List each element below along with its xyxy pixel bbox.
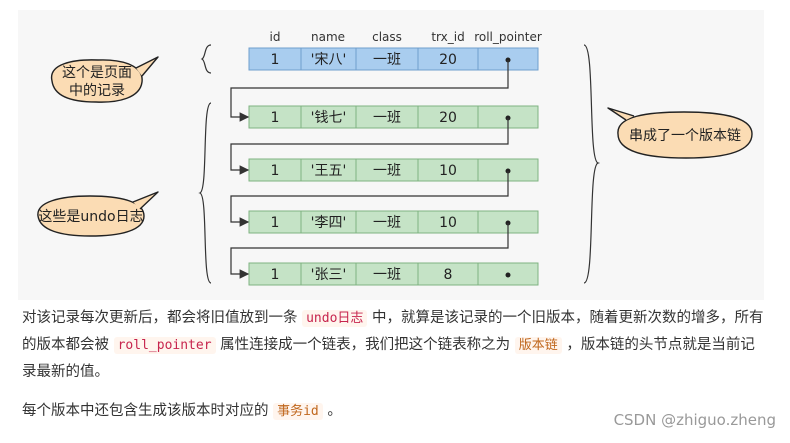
cell-class: 一班 <box>373 215 401 231</box>
cell-id: 1 <box>271 163 280 179</box>
header-roll-pointer: roll_pointer <box>474 30 542 44</box>
code-version-chain: 版本链 <box>514 337 562 354</box>
bubble-undo-logs-text: 这些是undo日志 <box>38 208 143 225</box>
current-record-row: 1 '宋八' 一班 20 <box>248 47 539 71</box>
bubble-undo-logs-tail <box>132 191 159 210</box>
roll-pointer-arrow <box>230 118 509 175</box>
undo-log-row: 1 '王五' 一班 10 <box>248 158 539 182</box>
paragraph2-text-2: 。 <box>322 403 342 419</box>
version-chain-brace <box>583 44 601 284</box>
cell-class: 一班 <box>373 110 401 126</box>
header-trx-id: trx_id <box>431 30 464 44</box>
paragraph2-text-1: 每个版本中还包含生成该版本时对应的 <box>22 403 274 419</box>
bubble-undo-logs-shape <box>37 195 145 237</box>
header-name: name <box>311 30 345 44</box>
undo-log-row: 1 '钱七' 一班 20 <box>248 105 539 129</box>
cell-class: 一班 <box>373 163 401 179</box>
cell-id: 1 <box>271 267 280 283</box>
bubble-current-record: 这个是页面 中的记录 <box>51 56 159 103</box>
roll-pointer-arrow <box>230 60 509 122</box>
bubble-version-chain-shape <box>617 111 753 159</box>
cell-name: '张三' <box>311 267 347 283</box>
cell-name: '王五' <box>311 163 347 179</box>
version-chain-diagram: id name class trx_id roll_pointer 1 '宋八' 一… <box>18 10 764 300</box>
cell-name: '宋八' <box>311 52 347 68</box>
cell-name: '钱七' <box>311 110 347 126</box>
version-chain-svg: id name class trx_id roll_pointer 1 '宋八' 一… <box>37 30 753 286</box>
paragraph1-text-2: 中，就算是该记录的一个旧版本，随着更新次数的增多，所有的版本都会被 <box>22 310 764 353</box>
record-rows: 1 '宋八' 一班 20 1 '钱七' 一班 20 1 '王五' 一班 10 1 '李四' 一班 10 1 '张三… <box>248 47 539 286</box>
cell-class: 一班 <box>373 267 401 283</box>
code-undo-log: undo日志 <box>302 310 368 327</box>
paragraph-transaction-id: 每个版本中还包含生成该版本时对应的 事务id 。 <box>22 398 767 425</box>
roll-pointer-links <box>230 60 509 279</box>
bubble-current-record-tail <box>135 56 159 77</box>
current-record-brace <box>200 44 212 74</box>
cell-id: 1 <box>271 52 280 68</box>
cell-trx-id: 10 <box>439 215 457 231</box>
paragraph1-text-4: ，版本链的头节点就是当前记录最新的值。 <box>22 337 755 380</box>
roll-pointer-arrow <box>230 171 509 227</box>
cell-id: 1 <box>271 215 280 231</box>
cell-trx-id: 10 <box>439 163 457 179</box>
header-id: id <box>270 30 281 44</box>
bubble-version-chain-text: 串成了一个版本链 <box>629 128 741 144</box>
csdn-watermark: CSDN @zhiguo.zheng <box>613 411 776 429</box>
roll-pointer-dot <box>505 272 511 278</box>
roll-pointer-arrow <box>230 223 509 279</box>
bubble-undo-logs: 这些是undo日志 <box>37 191 159 237</box>
bubble-current-record-line2: 中的记录 <box>69 83 125 99</box>
cell-trx-id: 8 <box>444 267 453 283</box>
cell-trx-id: 20 <box>439 52 457 68</box>
undo-log-row: 1 '李四' 一班 10 <box>248 210 539 234</box>
cell-trx-id: 20 <box>439 110 457 126</box>
bubble-current-record-shape <box>51 59 143 103</box>
paragraph-version-chain: 对该记录每次更新后，都会将旧值放到一条 undo日志 中，就算是该记录的一个旧版… <box>22 305 767 386</box>
cell-class: 一班 <box>373 52 401 68</box>
code-roll-pointer: roll_pointer <box>113 337 216 354</box>
bubble-version-chain: 串成了一个版本链 <box>607 107 753 159</box>
bubble-current-record-line1: 这个是页面 <box>62 64 132 81</box>
cell-id: 1 <box>271 110 280 126</box>
bubble-version-chain-tail <box>607 107 635 121</box>
header-class: class <box>372 30 402 44</box>
undo-log-row: 1 '张三' 一班 8 <box>248 262 539 286</box>
paragraph1-text-3: 属性连接成一个链表，我们把这个链表称之为 <box>215 337 515 353</box>
cell-name: '李四' <box>311 215 347 231</box>
code-transaction-id: 事务id <box>273 403 323 420</box>
paragraph1-text-1: 对该记录每次更新后，都会将旧值放到一条 <box>22 310 303 326</box>
undo-logs-brace <box>198 102 212 284</box>
